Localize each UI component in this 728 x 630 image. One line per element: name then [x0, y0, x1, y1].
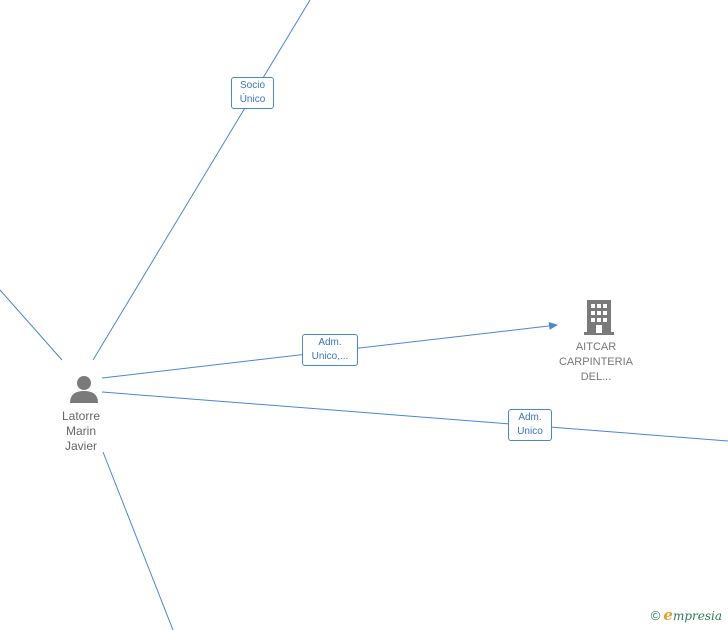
brand-initial: e: [663, 606, 673, 624]
edge-label-adm-unico-company[interactable]: Adm. Unico,...: [302, 334, 358, 366]
edge-label-line: Unico: [517, 426, 543, 437]
edge-label-adm-unico-right[interactable]: Adm. Unico: [508, 409, 552, 441]
edge-label-line: Unico,...: [311, 351, 349, 362]
edge-to-right: [101, 391, 728, 442]
edge-to-top: [92, 0, 311, 361]
company-name-line: CARPINTERIA: [559, 356, 633, 368]
company-name-line: AITCAR: [575, 341, 617, 353]
empresia-logo[interactable]: ©empresia: [651, 606, 722, 624]
edge-label-line: Socio: [239, 80, 265, 91]
person-icon[interactable]: [69, 375, 99, 403]
brand-name: mpresia: [672, 609, 722, 623]
person-name-line: Javier: [64, 439, 97, 453]
edge-label-socio-unico[interactable]: Socio Único: [231, 77, 274, 109]
edge-label-line: Único: [239, 94, 266, 105]
building-icon[interactable]: [584, 300, 614, 335]
copyright-symbol: ©: [650, 608, 661, 623]
edge-label-line: Adm.: [318, 337, 342, 348]
edge-to-upper-left: [0, 289, 63, 361]
edge-label-line: Adm.: [518, 412, 542, 423]
company-name-line: DEL...: [580, 371, 612, 383]
person-name-line: Marin: [65, 424, 96, 438]
person-name-line: Latorre: [61, 409, 101, 423]
edge-to-bottom: [102, 451, 174, 630]
person-name[interactable]: Latorre Marin Javier: [41, 409, 121, 454]
company-name[interactable]: AITCAR CARPINTERIA DEL...: [546, 340, 646, 385]
